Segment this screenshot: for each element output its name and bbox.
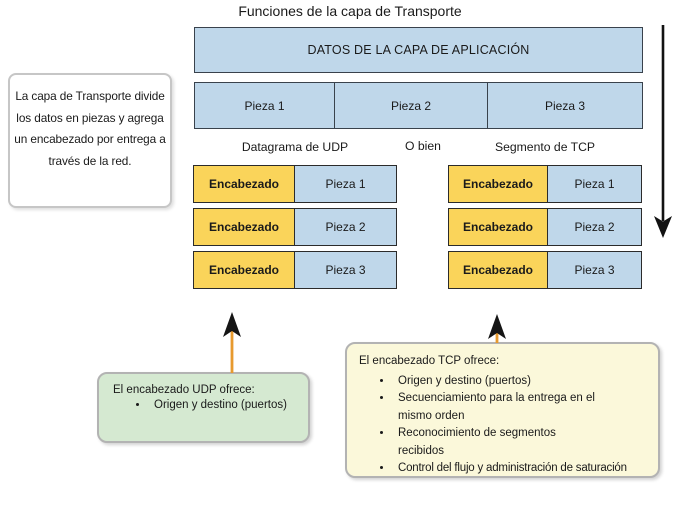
tcp-piece-cell-3: Pieza 3: [548, 251, 642, 289]
udp-piece-cell-2: Pieza 2: [295, 208, 397, 246]
tcp-note-bullet: Control del flujo y administración de sa…: [393, 460, 652, 476]
tcp-note-title: El encabezado TCP ofrece:: [359, 355, 500, 367]
piece-cell-3: Pieza 3: [488, 82, 643, 129]
udp-datagram-label: Datagrama de UDP: [241, 140, 349, 154]
udp-piece-cell-1: Pieza 1: [295, 165, 397, 203]
udp-note-title: El encabezado UDP ofrece:: [113, 384, 255, 396]
udp-piece-cell-3: Pieza 3: [295, 251, 397, 289]
tcp-note-bullet: Secuenciamiento para la entrega en el mi…: [393, 390, 626, 425]
or-label: O bien: [405, 139, 441, 153]
tcp-row-2: Encabezado Pieza 2: [448, 208, 642, 246]
udp-note-box: El encabezado UDP ofrece: Origen y desti…: [97, 372, 310, 443]
piece-cell-1: Pieza 1: [194, 82, 335, 129]
udp-row-3: Encabezado Pieza 3: [193, 251, 397, 289]
udp-header-cell-3: Encabezado: [193, 251, 295, 289]
tcp-note-bullet: Reconocimiento de segmentos recibidos: [393, 425, 570, 460]
piece-cell-2: Pieza 2: [335, 82, 488, 129]
udp-header-cell-2: Encabezado: [193, 208, 295, 246]
tcp-row-1: Encabezado Pieza 1: [448, 165, 642, 203]
tcp-header-cell-3: Encabezado: [448, 251, 548, 289]
udp-header-cell-1: Encabezado: [193, 165, 295, 203]
tcp-piece-cell-2: Pieza 2: [548, 208, 642, 246]
diagram-title: Funciones de la capa de Transporte: [238, 3, 462, 19]
tcp-header-cell-1: Encabezado: [448, 165, 548, 203]
tcp-up-arrow: [488, 314, 506, 343]
tcp-note-bullet: Origen y destino (puertos): [393, 373, 652, 391]
udp-note-bullet: Origen y destino (puertos): [149, 399, 300, 411]
transport-layer-note: La capa de Transporte divide los datos e…: [8, 73, 172, 208]
udp-row-1: Encabezado Pieza 1: [193, 165, 397, 203]
tcp-stack: Encabezado Pieza 1 Encabezado Pieza 2 En…: [448, 165, 642, 289]
tcp-header-cell-2: Encabezado: [448, 208, 548, 246]
tcp-segment-label: Segmento de TCP: [494, 140, 596, 154]
udp-row-2: Encabezado Pieza 2: [193, 208, 397, 246]
udp-stack: Encabezado Pieza 1 Encabezado Pieza 2 En…: [193, 165, 397, 289]
application-data-box: DATOS DE LA CAPA DE APLICACIÓN: [194, 27, 643, 73]
udp-note-list: Origen y destino (puertos): [111, 399, 300, 411]
tcp-note-box: El encabezado TCP ofrece: Origen y desti…: [345, 342, 660, 478]
pieces-bar: Pieza 1 Pieza 2 Pieza 3: [194, 82, 643, 129]
down-arrow: [654, 25, 672, 238]
tcp-row-3: Encabezado Pieza 3: [448, 251, 642, 289]
tcp-piece-cell-1: Pieza 1: [548, 165, 642, 203]
tcp-note-list: Origen y destino (puertos) Secuenciamien…: [357, 373, 652, 477]
udp-up-arrow: [223, 312, 241, 373]
